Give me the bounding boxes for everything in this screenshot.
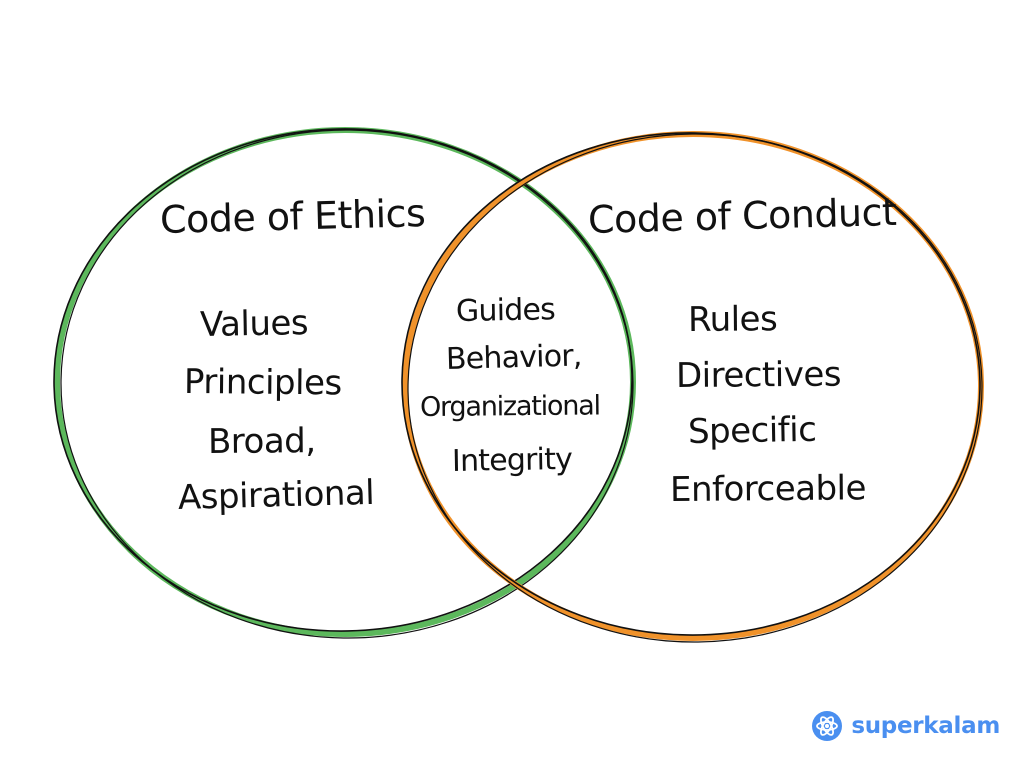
- left-circle-sketch-1: [53, 128, 633, 632]
- right-item-enforceable: Enforceable: [669, 468, 867, 510]
- logo-text: superkalam: [851, 713, 1000, 739]
- left-item-principles: Principles: [183, 362, 342, 404]
- overlap-item-integrity: Integrity: [451, 441, 573, 479]
- superkalam-logo: superkalam: [811, 708, 1000, 744]
- overlap-item-guides: Guides: [455, 292, 556, 329]
- left-item-broad: Broad,: [207, 421, 316, 462]
- right-item-directives: Directives: [675, 354, 842, 396]
- left-item-aspirational: Aspirational: [177, 472, 375, 518]
- right-circle-sketch-2: [407, 133, 983, 643]
- atom-icon: [811, 710, 843, 742]
- right-circle-sketch-1: [401, 132, 981, 636]
- left-item-values: Values: [199, 303, 309, 345]
- right-title: Code of Conduct: [587, 189, 897, 242]
- overlap-item-behavior: Behavior,: [445, 338, 582, 377]
- right-item-rules: Rules: [687, 299, 778, 340]
- left-title: Code of Ethics: [159, 191, 426, 242]
- left-circle-sketch-2: [60, 129, 634, 639]
- right-item-specific: Specific: [687, 409, 817, 452]
- overlap-item-organizational: Organizational: [419, 390, 601, 423]
